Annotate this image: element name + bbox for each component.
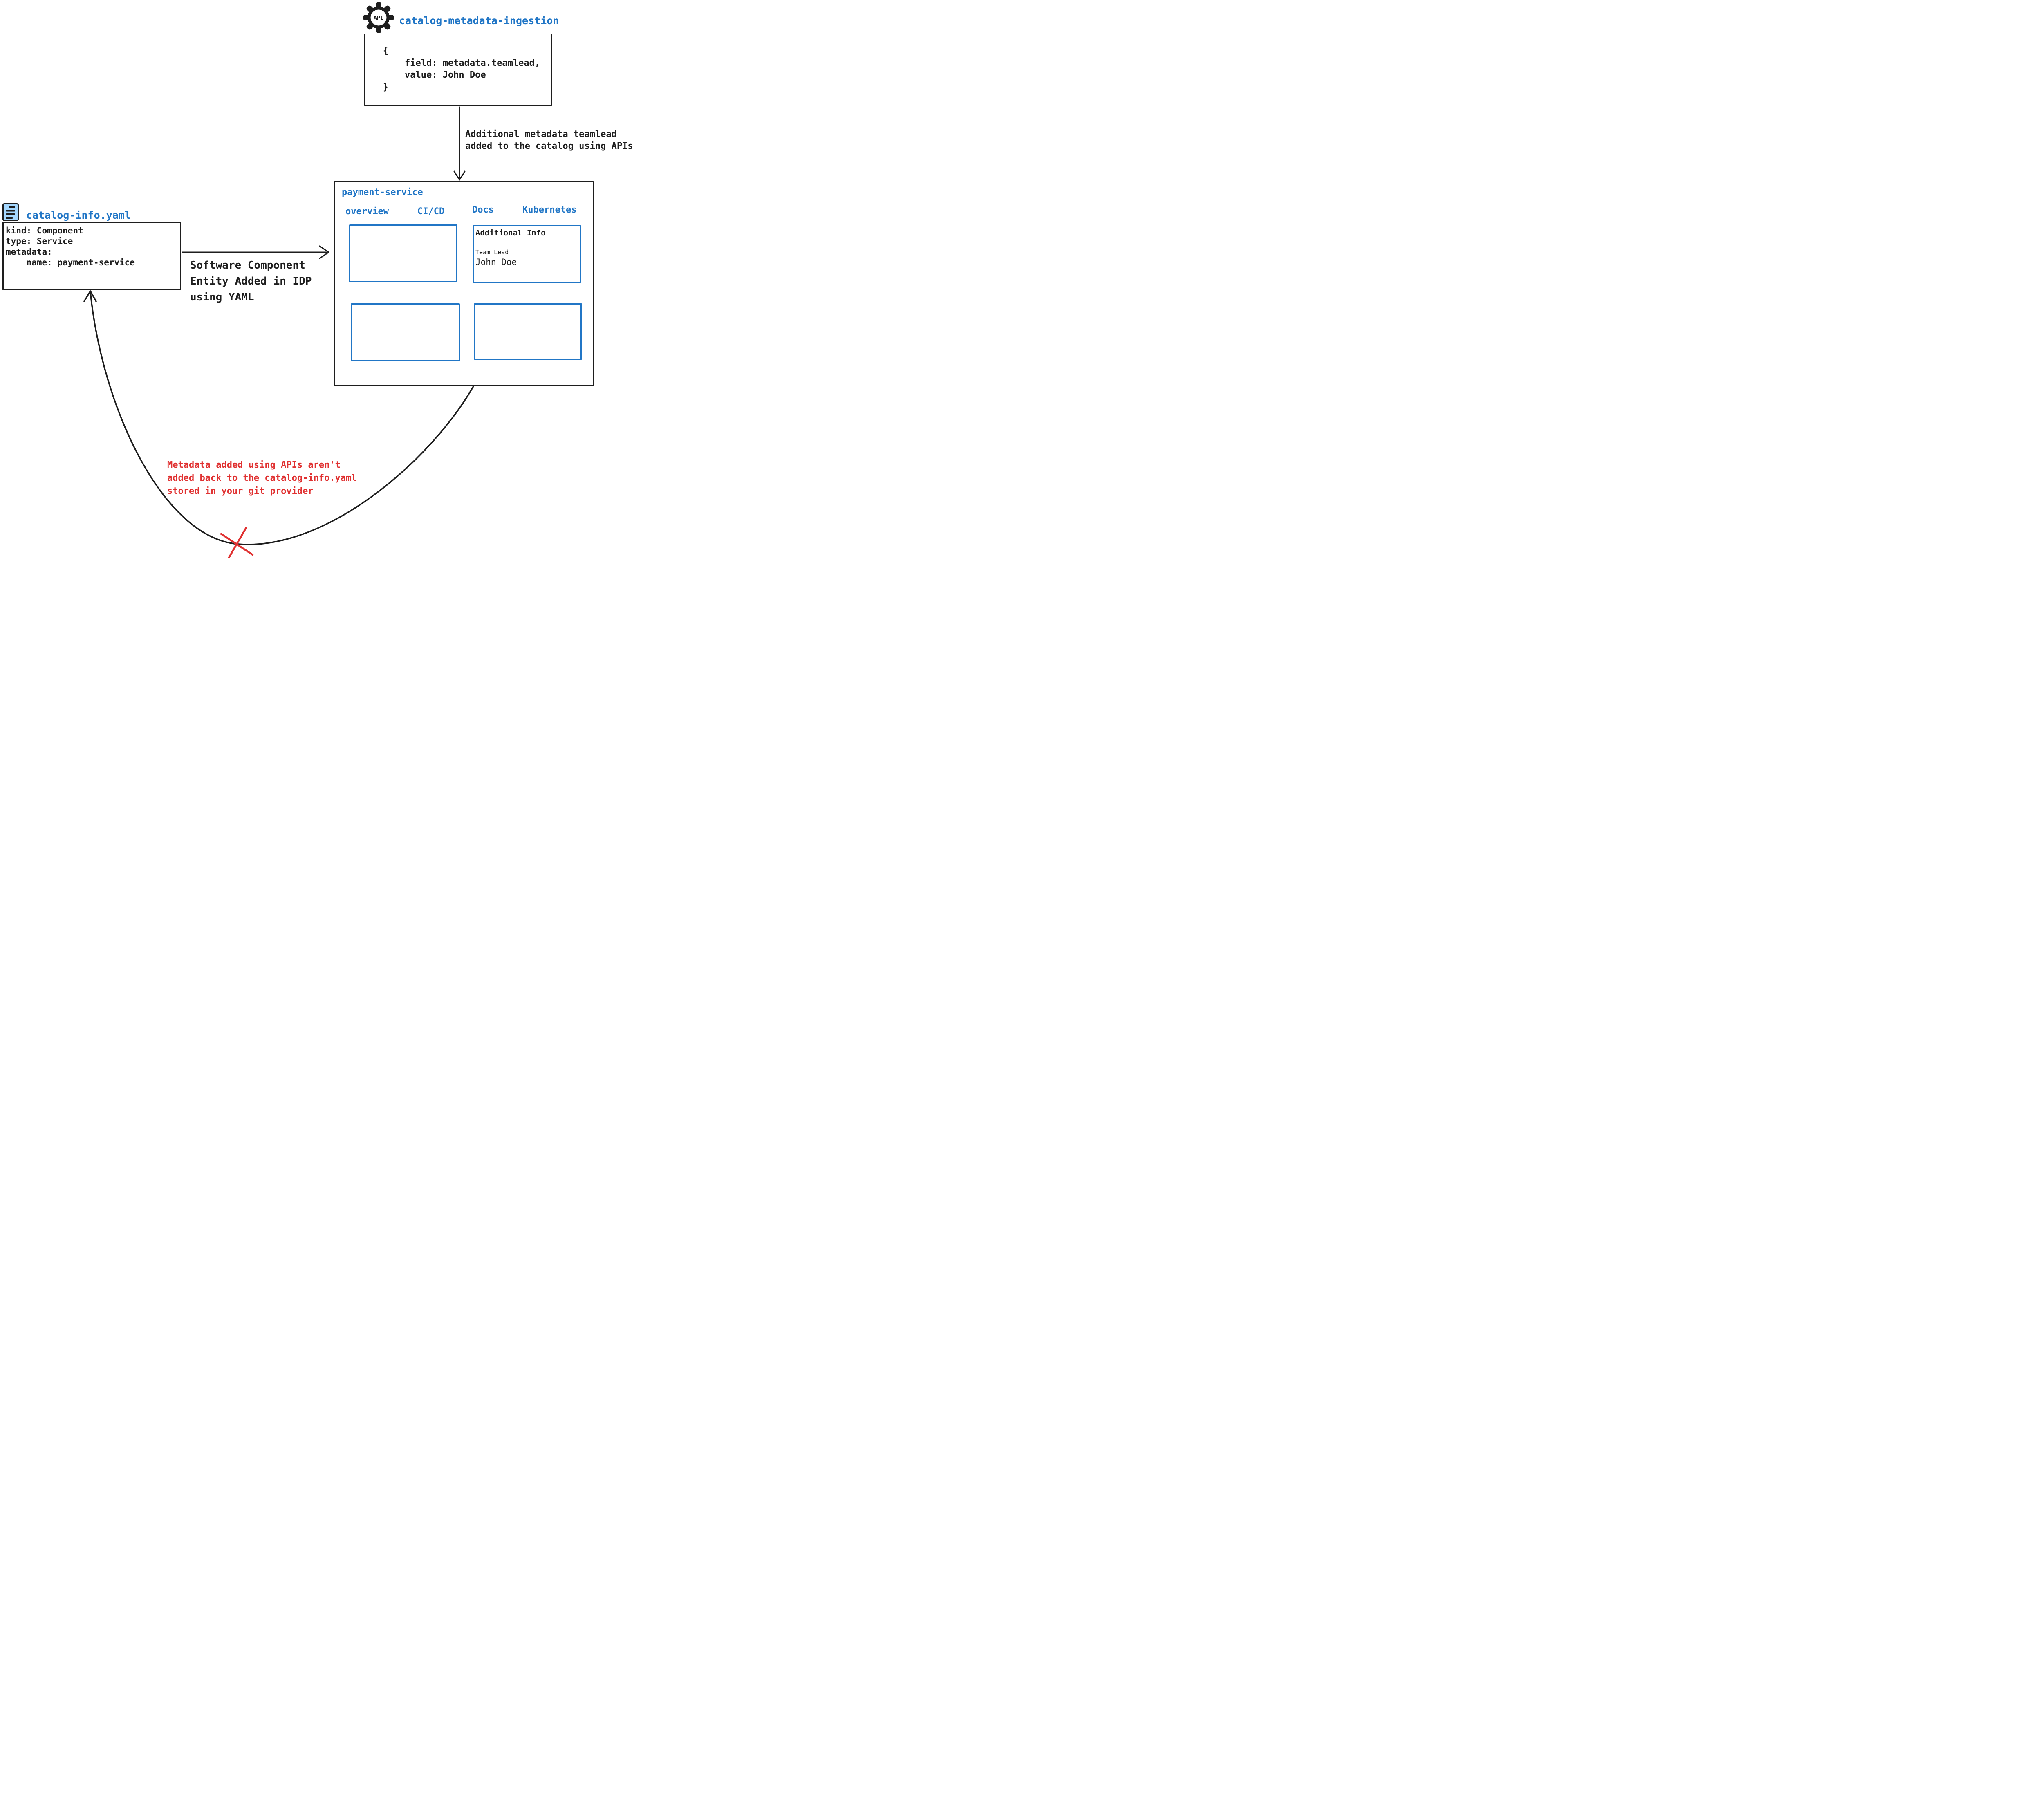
api-payload-code: { field: metadata.teamlead, value: John … bbox=[383, 46, 540, 92]
yaml-to-idp-arrowhead-icon bbox=[319, 245, 329, 259]
yaml-file-title: catalog-info.yaml bbox=[26, 209, 131, 221]
not-synced-warning-text: Metadata added using APIs aren't added b… bbox=[167, 460, 357, 496]
ingestion-arrow-label: Additional metadata teamlead added to th… bbox=[465, 129, 633, 151]
idp-panel-bottom-right bbox=[474, 303, 582, 360]
diagram-canvas: API catalog-metadata-ingestion { field: … bbox=[0, 0, 634, 558]
api-gear-label: API bbox=[374, 15, 383, 21]
team-lead-label: Team Lead bbox=[475, 249, 509, 256]
tab-cicd: CI/CD bbox=[417, 206, 445, 217]
yaml-arrow-label: Software Component Entity Added in IDP u… bbox=[190, 259, 312, 303]
not-synced-x-icon bbox=[220, 527, 254, 558]
idp-panel-bottom-left bbox=[351, 303, 460, 361]
ingestion-arrowhead-icon bbox=[453, 170, 466, 181]
yaml-file-box: kind: Component type: Service metadata: … bbox=[2, 222, 181, 290]
tab-docs: Docs bbox=[472, 205, 494, 215]
team-lead-value: John Doe bbox=[475, 257, 517, 267]
yaml-file-content: kind: Component type: Service metadata: … bbox=[6, 226, 135, 267]
additional-info-heading: Additional Info bbox=[475, 229, 546, 238]
idp-panel-additional-info bbox=[473, 225, 581, 283]
feedback-arrowhead-icon bbox=[83, 290, 97, 302]
idp-panel-top-left bbox=[349, 224, 457, 282]
api-gear-icon: API bbox=[363, 2, 394, 33]
api-service-title: catalog-metadata-ingestion bbox=[399, 15, 559, 27]
idp-entity-title: payment-service bbox=[342, 187, 423, 197]
tab-overview: overview bbox=[345, 206, 389, 217]
connector-layer bbox=[83, 106, 474, 558]
api-payload-box: { field: metadata.teamlead, value: John … bbox=[364, 34, 552, 106]
yaml-file-icon bbox=[2, 203, 19, 221]
tab-kubernetes: Kubernetes bbox=[522, 205, 577, 215]
